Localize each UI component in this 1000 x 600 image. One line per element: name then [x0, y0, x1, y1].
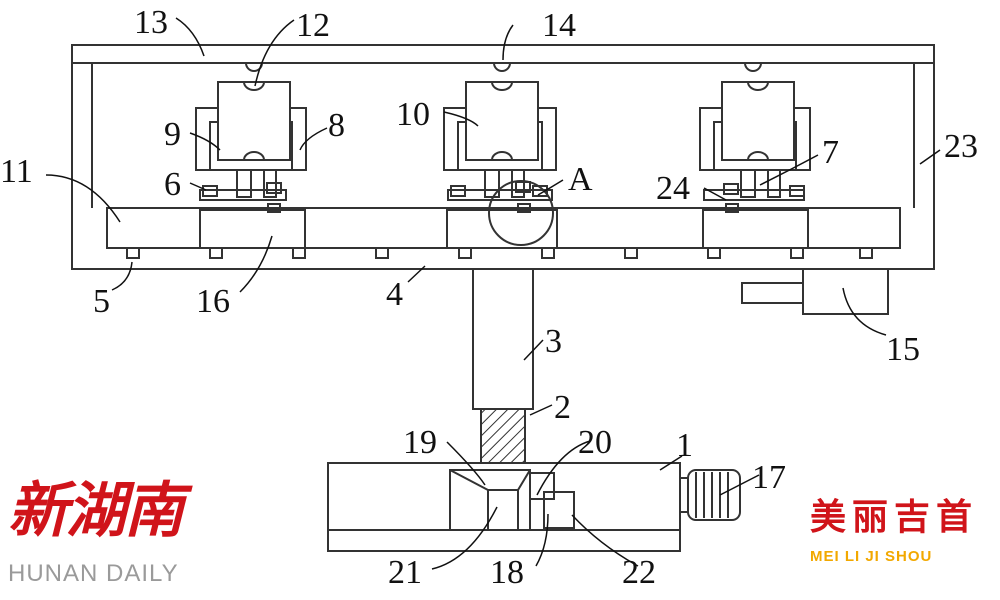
label-15: 15 [886, 331, 920, 368]
base [327, 462, 681, 552]
label-16: 16 [196, 283, 230, 320]
label-23: 23 [944, 128, 978, 165]
label-19: 19 [403, 424, 437, 461]
label-20: 20 [578, 424, 612, 461]
logo-left-chinese: 新湖南 [8, 476, 184, 546]
label-18: 18 [490, 554, 524, 591]
logo-right-chinese: 美丽吉首 [810, 496, 979, 538]
label-11: 11 [0, 153, 33, 190]
clamp-middle [443, 81, 557, 246]
label-8: 8 [328, 107, 345, 144]
label-9: 9 [164, 116, 181, 153]
side-unit [802, 268, 889, 315]
label-3: 3 [545, 323, 562, 360]
label-4: 4 [386, 276, 403, 313]
label-A: A [568, 161, 593, 198]
adjust-knob [679, 477, 689, 513]
rail-plate [106, 207, 901, 249]
logo-left-english: HUNAN DAILY [8, 560, 179, 587]
label-13: 13 [134, 4, 168, 41]
label-1: 1 [676, 427, 693, 464]
logo-right-english: MEI LI JI SHOU [810, 548, 933, 565]
label-5: 5 [93, 283, 110, 320]
clamp-left [195, 81, 307, 213]
label-6: 6 [164, 166, 181, 203]
label-21: 21 [388, 554, 422, 591]
label-22: 22 [622, 554, 656, 591]
hunan-daily-logo: 新湖南 HUNAN DAILY [2, 470, 202, 595]
label-12: 12 [296, 7, 330, 44]
clamp-right [699, 81, 811, 213]
label-17: 17 [752, 459, 786, 496]
column [472, 268, 534, 410]
label-24: 24 [656, 170, 690, 207]
label-14: 14 [542, 7, 576, 44]
label-10: 10 [396, 96, 430, 133]
threaded-rod [480, 408, 526, 464]
meili-jishou-logo: 美丽吉首 MEI LI JI SHOU [810, 492, 1000, 592]
label-2: 2 [554, 389, 571, 426]
label-7: 7 [822, 134, 839, 171]
